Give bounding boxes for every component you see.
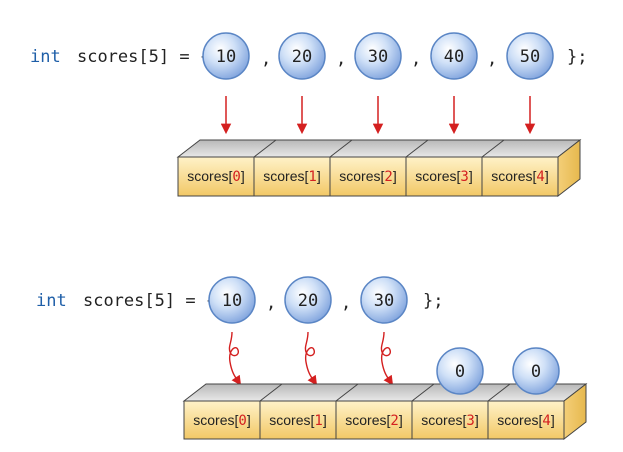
array-cell — [411, 400, 489, 440]
top-value-label: 10 — [216, 47, 236, 67]
bottom-value-label: 20 — [298, 291, 318, 311]
bottom-value-ball: 10 — [208, 276, 256, 324]
default-value-label: 0 — [531, 362, 541, 382]
bottom-separator: , — [341, 293, 351, 313]
bottom-array-box: scores[0] scores[1] scores[2] scores[3] … — [182, 382, 588, 441]
array-cell — [405, 156, 483, 197]
top-value-label: 40 — [444, 47, 464, 67]
cell-label: scores[2] — [345, 412, 402, 429]
top-separator: , — [336, 49, 346, 69]
top-keyword: int — [30, 47, 61, 67]
top-value-label: 50 — [520, 47, 540, 67]
bottom-arrows — [228, 331, 394, 386]
top-value-ball: 40 — [430, 32, 478, 80]
cell-label: scores[1] — [263, 168, 320, 185]
top-separator: , — [261, 49, 271, 69]
top-value-ball: 30 — [354, 32, 402, 80]
top-separator: , — [487, 49, 497, 69]
cell-label: scores[0] — [187, 168, 244, 185]
array-cell — [253, 156, 331, 197]
assign-arrow — [380, 331, 394, 386]
array-cell — [487, 400, 565, 440]
top-value-label: 30 — [368, 47, 388, 67]
top-value-ball: 10 — [202, 32, 250, 80]
assign-arrow — [228, 331, 242, 386]
bottom-value-ball: 20 — [284, 276, 332, 324]
array-cell — [481, 156, 559, 197]
cell-label: scores[1] — [269, 412, 326, 429]
top-section: int scores[5] = { 10 , 20 , 30 , 40 , 50… — [30, 32, 587, 198]
bottom-value-ball: 30 — [360, 276, 408, 324]
default-zero-ball: 0 — [436, 347, 484, 395]
top-separator: , — [411, 49, 421, 69]
top-value-label: 20 — [292, 47, 312, 67]
bottom-declaration: int scores[5] = { — [36, 291, 216, 311]
top-value-ball: 50 — [506, 32, 554, 80]
bottom-separator: , — [266, 293, 276, 313]
default-zero-ball: 0 — [512, 347, 560, 395]
bottom-decl-text: scores[5] = { — [83, 291, 216, 311]
top-value-ball: 20 — [278, 32, 326, 80]
bottom-value-label: 10 — [222, 291, 242, 311]
cell-label: scores[3] — [415, 168, 472, 185]
array-cell — [335, 400, 413, 440]
top-closing: }; — [567, 47, 587, 67]
top-decl-text: scores[5] = { — [77, 47, 210, 67]
bottom-keyword: int — [36, 291, 67, 311]
bottom-value-label: 30 — [374, 291, 394, 311]
top-arrows — [220, 96, 536, 135]
top-declaration: int scores[5] = { — [30, 47, 210, 67]
bottom-closing: }; — [423, 291, 443, 311]
cell-label: scores[0] — [193, 412, 250, 429]
cell-label: scores[4] — [491, 168, 548, 185]
cell-label: scores[4] — [497, 412, 554, 429]
default-value-label: 0 — [455, 362, 465, 382]
top-array-box: scores[0] scores[1] scores[2] scores[3] … — [176, 138, 582, 198]
cell-label: scores[3] — [421, 412, 478, 429]
bottom-section: int scores[5] = { 10 , 20 , 30 }; — [36, 276, 588, 441]
assign-arrow — [304, 331, 318, 386]
cell-label: scores[2] — [339, 168, 396, 185]
